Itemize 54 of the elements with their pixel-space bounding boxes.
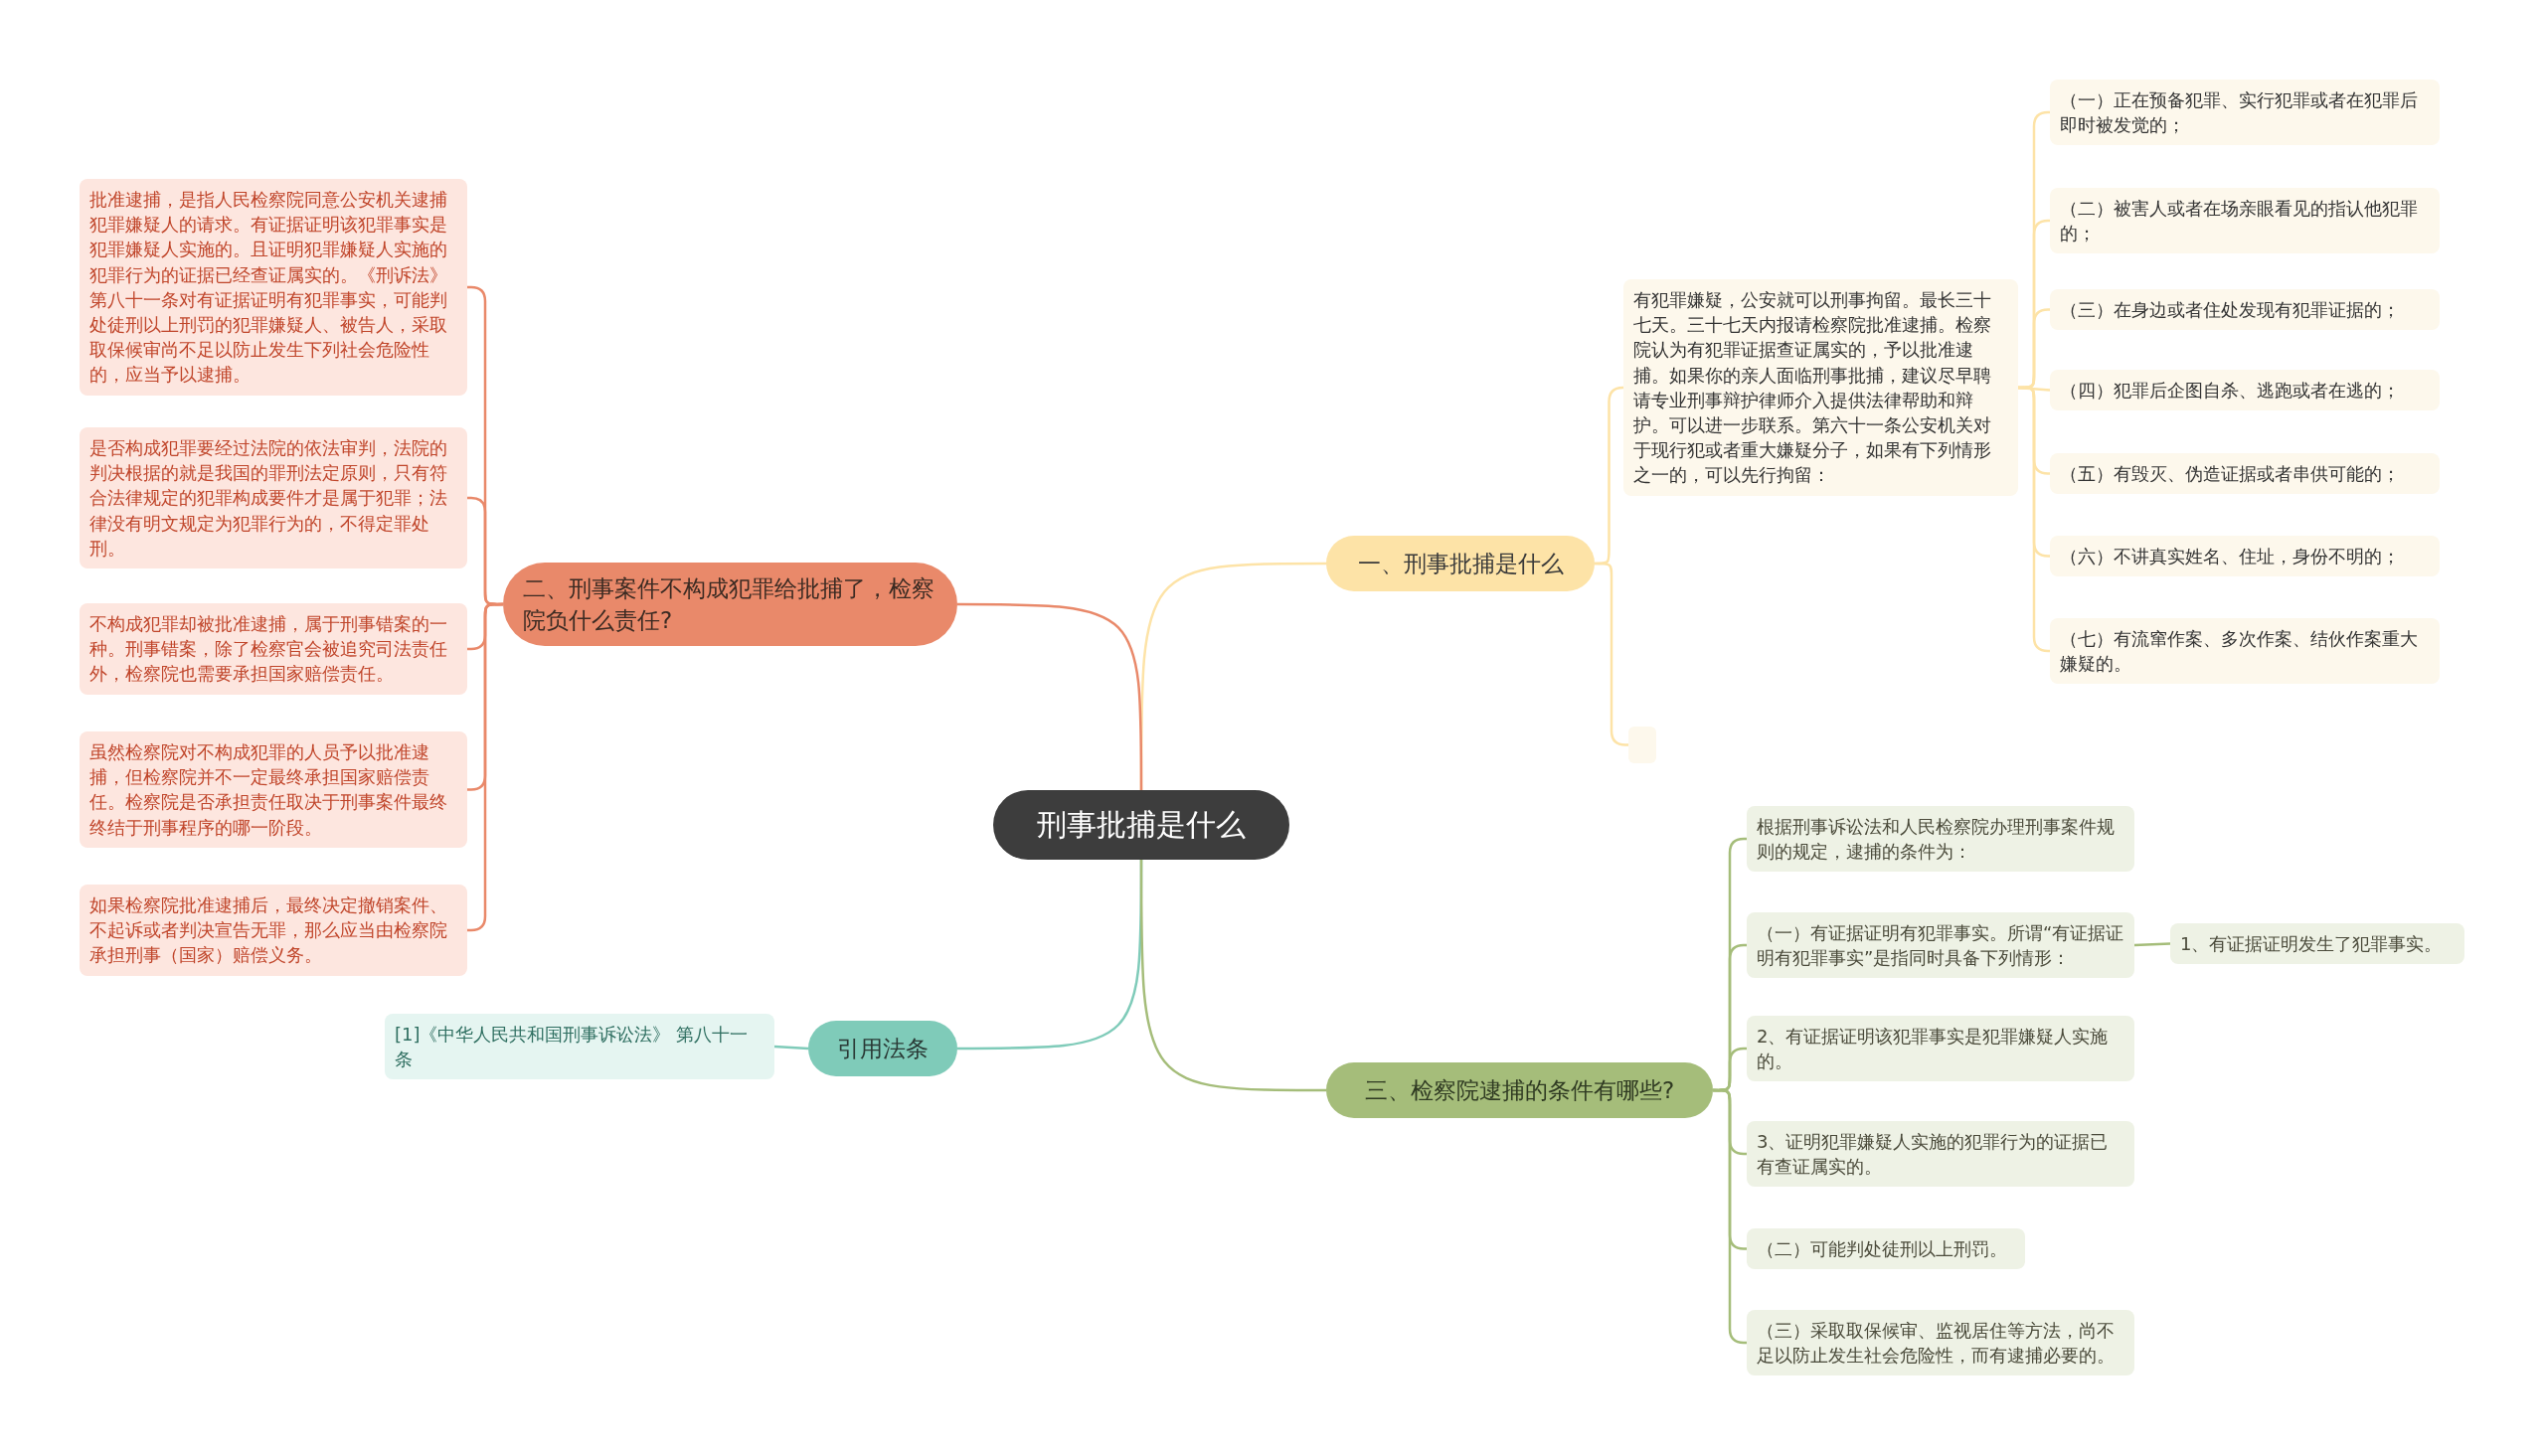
note-text: （三）在身边或者住处发现有犯罪证据的； (2060, 298, 2401, 322)
note-text: 有犯罪嫌疑，公安就可以刑事拘留。最长三十七天。三十七天内报请检察院批准逮捕。检察院认为有犯罪证据查证属实的，予以批准逮捕。如果你的亲人面临刑事批捕，建议尽早聘请专业刑事辩护律师介入提供法律帮助和辩护。可以进一步联系。第六十一条公安机关对于现行犯或者重大嫌疑分子，如果有下列情形之一的，可以先行拘留： (1633, 288, 1992, 488)
note-card (80, 603, 467, 695)
topic-label: 二、刑事案件不构成犯罪给批捕了，检察院负什么责任? (523, 574, 935, 636)
note-card (1747, 912, 2134, 979)
note-card (1747, 1310, 2134, 1376)
note-text: 2、有证据证明该犯罪事实是犯罪嫌疑人实施的。 (1757, 1025, 2110, 1074)
note-card (80, 731, 467, 848)
topic-label: 三、检察院逮捕的条件有哪些? (1363, 1076, 1676, 1105)
note-text: （七）有流窜作案、多次作案、结伙作案重大嫌疑的。 (2060, 627, 2419, 677)
note-card (1747, 1016, 2134, 1082)
note-text: （一）正在预备犯罪、实行犯罪或者在犯罪后即时被发觉的； (2060, 88, 2419, 138)
note-text: 根据刑事诉讼法和人民检察院办理刑事案件规则的规定，逮捕的条件为： (1757, 815, 2116, 865)
note-text: （二）可能判处徒刑以上刑罚。 (1757, 1237, 2008, 1261)
note-text: 是否构成犯罪要经过法院的依法审判，法院的判决根据的就是我国的罪刑法定原则，只有符合法律规定的犯罪构成要件才是属于犯罪；法律没有明文规定为犯罪行为的，不得定罪处刑。 (89, 436, 448, 561)
note-text: （六）不讲真实姓名、住址，身份不明的； (2060, 545, 2401, 568)
note-text: （一）有证据证明有犯罪事实。所谓“有证据证明有犯罪事实”是指同时具备下列情形： (1757, 921, 2124, 971)
note-text: 虽然检察院对不构成犯罪的人员予以批准逮捕，但检察院并不一定最终承担国家赔偿责任。检察院是否承担责任取决于刑事案件最终终结于刑事程序的哪一阶段。 (89, 740, 448, 840)
connector-line (1595, 562, 1628, 746)
note-card (1747, 806, 2134, 873)
connector-line (1713, 1088, 1747, 1345)
note-text: 3、证明犯罪嫌疑人实施的犯罪行为的证据已有查证属实的。 (1757, 1130, 2110, 1180)
root-title: 刑事批捕是什么 (1036, 806, 1247, 844)
note-text: （五）有毁灭、伪造证据或者串供可能的； (2060, 462, 2401, 486)
note-text: 如果检察院批准逮捕后，最终决定撤销案件、不起诉或者判决宣告无罪，那么应当由检察院承担刑事（国家）赔偿义务。 (89, 893, 448, 968)
note-card (2170, 923, 2464, 965)
note-card (80, 885, 467, 976)
connector-line (1139, 860, 1326, 1092)
note-card (385, 1014, 774, 1080)
note-text: （二）被害人或者在场亲眼看见的指认他犯罪的； (2060, 197, 2419, 246)
note-text: 1、有证据证明发生了犯罪事实。 (2180, 932, 2444, 956)
note-text: [1]《中华人民共和国刑事诉讼法》 第八十一条 (395, 1023, 750, 1072)
note-text: （四）犯罪后企图自杀、逃跑或者在逃的； (2060, 379, 2401, 403)
topic-label: 引用法条 (836, 1035, 930, 1063)
note-card (2050, 289, 2440, 331)
note-card (2050, 370, 2440, 411)
note-card (1623, 279, 2018, 496)
note-card (2050, 536, 2440, 577)
note-card (2050, 80, 2440, 146)
note-text: 批准逮捕，是指人民检察院同意公安机关逮捕犯罪嫌疑人的请求。有证据证明该犯罪事实是犯罪嫌疑人实施的。且证明犯罪嫌疑人实施的犯罪行为的证据已经查证属实的。《刑诉法》第八十一条对有证据证明有犯罪事实，可能判处徒刑以上刑罚的犯罪嫌疑人、被告人，采取取保候审尚不足以防止发生下列社会危险性的，应当予以逮捕。 (89, 188, 448, 388)
connector-line (957, 602, 1143, 790)
note-card (2050, 188, 2440, 254)
connector-line (2133, 942, 2171, 947)
note-card (1747, 1228, 2025, 1270)
note-card (1747, 1121, 2134, 1188)
note-card (80, 427, 467, 568)
note-card (2050, 453, 2440, 495)
connector-line (2018, 386, 2051, 653)
topic-label: 一、刑事批捕是什么 (1356, 550, 1565, 578)
note-text: （三）采取取保候审、监视居住等方法，尚不足以防止发生社会危险性，而有逮捕必要的。 (1757, 1319, 2116, 1369)
empty-card (1628, 727, 1656, 763)
connector-line (773, 1045, 809, 1051)
note-text: 不构成犯罪却被批准逮捕，属于刑事错案的一种。刑事错案，除了检察官会被追究司法责任外，检察院也需要承担国家赔偿责任。 (89, 612, 448, 687)
note-card (2050, 618, 2440, 685)
